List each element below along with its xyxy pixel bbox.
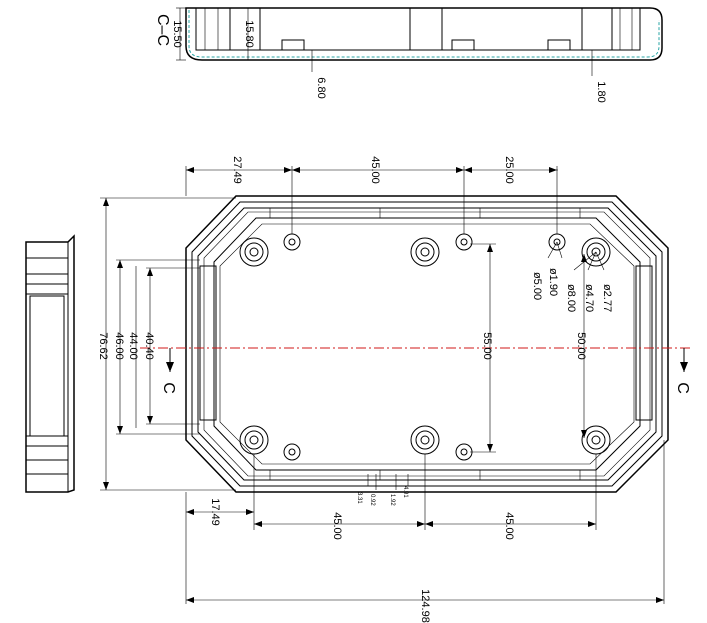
- dim-small-d: 4.91: [402, 486, 408, 498]
- pin-top-2: [455, 233, 473, 251]
- small-dimension-lines: [367, 474, 409, 490]
- cut-arrow-right: [680, 348, 688, 372]
- dim-small-a: 3.31: [356, 492, 362, 504]
- dim-inner-1: 55.00: [481, 332, 493, 360]
- left-dimension-lines: [100, 197, 236, 491]
- dim-bottom-3: 45.00: [503, 512, 515, 540]
- pin-top-1: [283, 233, 301, 251]
- dim-small-c: 1.92: [389, 494, 395, 506]
- inner-dimension-lines: [470, 243, 587, 453]
- boss-bottom-center: [410, 425, 440, 455]
- dim-section-height-outer: 15.50: [171, 20, 183, 48]
- top-dimension-lines: [185, 166, 558, 234]
- dim-bottom-1: 17.49: [209, 498, 221, 526]
- boss-top-right: [581, 237, 611, 267]
- enclosure-top-view: [185, 195, 669, 493]
- boss-bottom-left: [239, 425, 269, 455]
- dim-top-2: 45.00: [369, 156, 381, 184]
- dim-hole-e: ø2.77: [601, 284, 613, 312]
- section-view: [176, 7, 663, 76]
- dim-left-1: 40.40: [143, 332, 155, 360]
- dim-hole-d: ø4.70: [583, 284, 595, 312]
- cut-mark-left: C: [160, 382, 177, 394]
- section-label: C–C: [154, 14, 171, 46]
- side-view: [25, 234, 75, 493]
- pin-bottom-1: [283, 443, 301, 461]
- pin-bottom-2: [455, 443, 473, 461]
- cut-mark-right: C: [674, 382, 691, 394]
- dim-overall-length: 124.98: [419, 589, 431, 623]
- dim-top-1: 27.49: [231, 156, 243, 184]
- dim-top-3: 25.00: [503, 156, 515, 184]
- boss-top-left: [239, 237, 269, 267]
- dim-inner-2: 50.00: [575, 332, 587, 360]
- hole-leaders: [547, 241, 605, 271]
- boss-top-center: [410, 237, 440, 267]
- dim-left-2: 44.00: [127, 332, 139, 360]
- dim-bottom-2: 45.00: [331, 512, 343, 540]
- dim-hole-b: ø5.00: [531, 272, 543, 300]
- dim-section-wall: 6.80: [315, 77, 327, 98]
- cut-arrow-left: [166, 348, 174, 372]
- dim-hole-a: ø1.90: [547, 268, 559, 296]
- dim-left-3: 46.00: [113, 332, 125, 360]
- dim-small-b: 0.92: [369, 494, 375, 506]
- bottom-dimension-lines: [185, 440, 665, 604]
- dim-hole-c: ø8.00: [565, 284, 577, 312]
- dim-left-4: 76.62: [97, 332, 109, 360]
- dim-section-height-inner: 15.80: [243, 20, 255, 48]
- dim-section-floor: 1.80: [595, 81, 607, 102]
